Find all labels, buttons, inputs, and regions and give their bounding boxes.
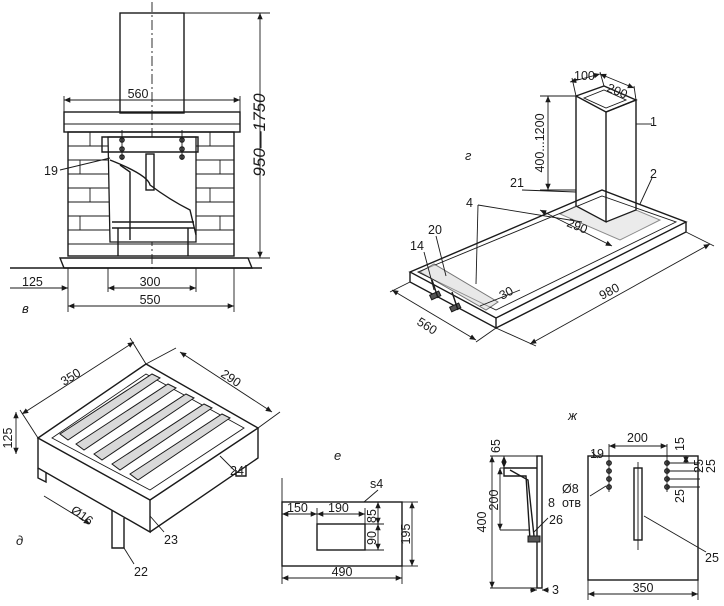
dim-e-490: 490 <box>332 565 353 579</box>
callout-g-1: 1 <box>650 115 657 129</box>
callout-d-23: 23 <box>164 533 178 547</box>
dim-zh-15: 15 <box>673 437 687 451</box>
dim-zh-3: 3 <box>552 583 559 597</box>
dim-top-width: 560 <box>128 87 149 101</box>
callout-g-21: 21 <box>510 176 524 190</box>
callout-d-24: 24 <box>230 464 244 478</box>
view-label-e: е <box>334 448 341 463</box>
view-label-d: д <box>16 533 23 548</box>
dim-d-dia: Ø16 <box>68 503 95 528</box>
base-slab <box>58 257 254 269</box>
dim-height: 950—1750 <box>250 93 269 177</box>
callout-g-20: 20 <box>428 223 442 237</box>
callout-g-4: 4 <box>466 196 473 210</box>
plate-opening <box>316 523 366 551</box>
dim-zh-400: 400 <box>475 512 489 533</box>
dim-g-200: 200 <box>605 81 630 102</box>
callout-g-2: 2 <box>650 167 657 181</box>
dim-g-560: 560 <box>414 315 439 338</box>
view-label-v: в <box>22 301 29 316</box>
view-v: 560 950—1750 300 550 125 19 в <box>10 2 270 316</box>
dim-zh-350: 350 <box>633 581 654 595</box>
dim-e-195: 195 <box>399 524 413 545</box>
bracket-plate-side <box>536 455 543 589</box>
callout-19: 19 <box>44 164 58 178</box>
hole-note: отв <box>562 496 581 510</box>
dim-e-150: 150 <box>287 501 308 515</box>
view-g: 100 200 400...1200 290 980 560 30 1 2 4 … <box>389 69 715 347</box>
dim-zh-25a: 25 <box>692 459 706 473</box>
view-label-g: г <box>465 148 472 163</box>
base-plate <box>408 189 688 319</box>
callout-d-22: 22 <box>134 565 148 579</box>
view-label-zh: ж <box>567 408 578 423</box>
dim-outer: 550 <box>140 293 161 307</box>
dim-zh-65: 65 <box>489 439 503 453</box>
dim-inner: 300 <box>140 275 161 289</box>
anchor-bolts <box>119 130 185 160</box>
dim-e-90: 90 <box>365 531 379 545</box>
dim-offset: 125 <box>22 275 43 289</box>
dim-e-190: 190 <box>328 501 349 515</box>
dim-g-30: 30 <box>497 284 516 303</box>
callout-zh-25: 25 <box>705 551 719 565</box>
brick-body <box>67 131 235 257</box>
dim-d-350: 350 <box>58 366 83 389</box>
bracket-holes <box>606 444 670 492</box>
callout-g-14: 14 <box>410 239 424 253</box>
dim-zh-200v: 200 <box>487 490 501 511</box>
dim-e-85: 85 <box>365 509 379 523</box>
hole-dia: Ø8 <box>562 482 579 496</box>
dim-g-980: 980 <box>597 280 622 302</box>
view-e: 150 190 85 90 195 490 s4 е <box>281 448 418 584</box>
hole-count: 8 <box>548 496 555 510</box>
callout-zh-19: 19 <box>590 447 604 461</box>
dim-d-290: 290 <box>218 367 243 390</box>
dim-g-100: 100 <box>574 69 595 83</box>
plate <box>281 501 403 567</box>
dim-zh-25b: 25 <box>704 459 718 473</box>
view-zh: 400 200 65 3 26 Ø8 8 отв <box>475 408 719 600</box>
dim-d-125: 125 <box>1 428 15 449</box>
dim-zh-200: 200 <box>627 431 648 445</box>
dim-e-thk: s4 <box>370 477 383 491</box>
dim-g-height: 400...1200 <box>533 113 547 172</box>
callout-zh-26: 26 <box>549 513 563 527</box>
bracket-plate-front <box>587 455 699 581</box>
dim-zh-25c: 25 <box>673 489 687 503</box>
view-d: 350 290 125 Ø16 24 23 22 д <box>1 337 281 579</box>
